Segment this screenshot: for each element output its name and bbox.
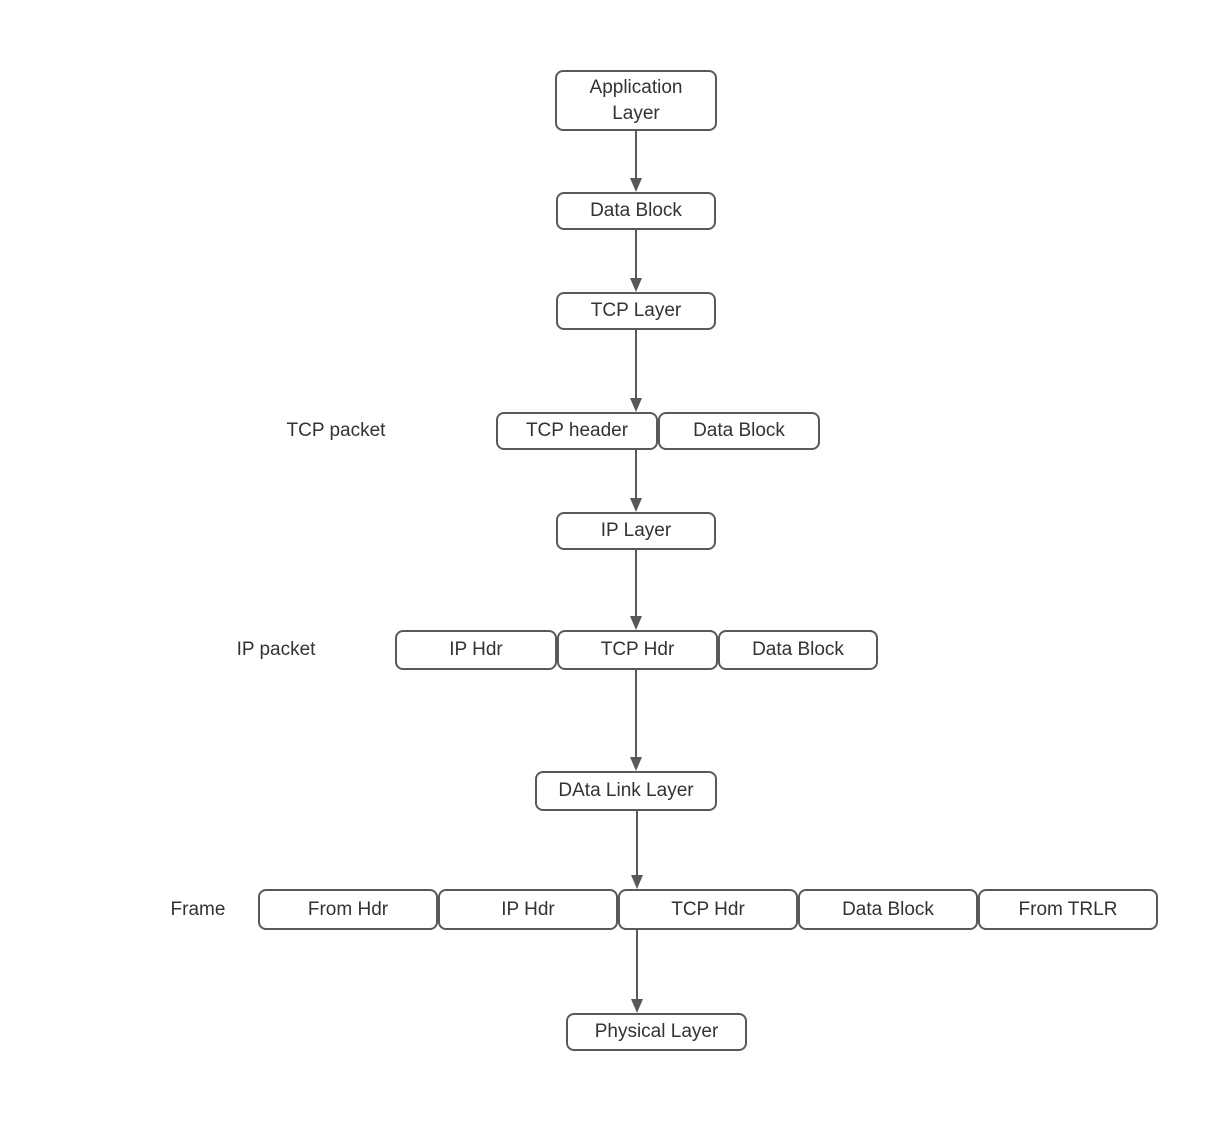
label-tcp-packet: TCP packet <box>286 420 386 441</box>
cell-frame-data-block: Data Block <box>798 889 978 930</box>
label-frame: Frame <box>170 898 226 920</box>
arrow-line-1 <box>635 131 637 178</box>
arrow-line-4 <box>635 450 637 498</box>
arrow-head-1 <box>630 178 642 192</box>
arrow-line-7 <box>636 811 638 875</box>
cell-tcp-data-block: Data Block <box>658 412 820 450</box>
arrow-line-2 <box>635 230 637 278</box>
node-physical-layer: Physical Layer <box>566 1013 747 1051</box>
cell-tcp-header: TCP header <box>496 412 658 450</box>
node-data-block: Data Block <box>556 192 716 230</box>
node-data-link-layer: DAta Link Layer <box>535 771 717 811</box>
arrow-line-5 <box>635 550 637 616</box>
arrow-head-6 <box>630 757 642 771</box>
node-application-layer: Application Layer <box>555 70 717 131</box>
cell-ip-data-block: Data Block <box>718 630 878 670</box>
cell-frame-ip-hdr: IP Hdr <box>438 889 618 930</box>
node-tcp-layer: TCP Layer <box>556 292 716 330</box>
arrow-head-8 <box>631 999 643 1013</box>
arrow-head-5 <box>630 616 642 630</box>
arrow-head-2 <box>630 278 642 292</box>
arrow-head-4 <box>630 498 642 512</box>
arrow-line-3 <box>635 330 637 398</box>
arrow-line-6 <box>635 670 637 757</box>
arrow-line-8 <box>636 930 638 999</box>
cell-ip-hdr: IP Hdr <box>395 630 557 670</box>
arrow-head-3 <box>630 398 642 412</box>
cell-frame-from-trlr: From TRLR <box>978 889 1158 930</box>
cell-frame-tcp-hdr: TCP Hdr <box>618 889 798 930</box>
cell-ip-tcp-hdr: TCP Hdr <box>557 630 718 670</box>
arrow-head-7 <box>631 875 643 889</box>
label-ip-packet: IP packet <box>236 639 316 660</box>
node-ip-layer: IP Layer <box>556 512 716 550</box>
cell-frame-from-hdr: From Hdr <box>258 889 438 930</box>
